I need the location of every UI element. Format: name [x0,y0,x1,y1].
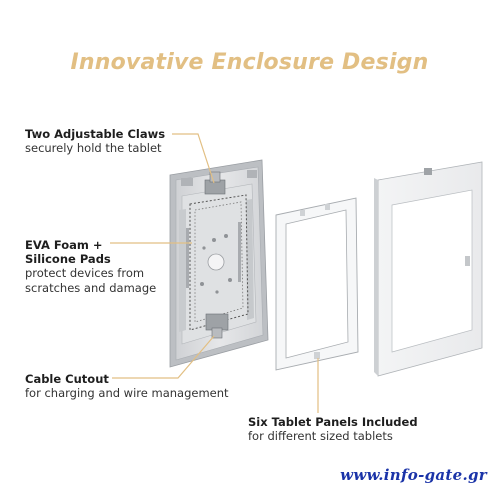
callout-heading-line1: EVA Foam + [25,238,103,252]
leader-lines [110,133,319,413]
callout-heading: Two Adjustable Claws [25,127,166,141]
callout-subtext: securely hold the tablet [25,141,162,155]
enclosure-back-plate [169,159,269,368]
leader-line-claws [172,133,215,184]
tablet-panel-frame [275,197,359,371]
callout-subtext: for different sized tablets [248,429,393,443]
callout-subtext: for charging and wire management [25,386,229,400]
page-title: Innovative Enclosure Design [70,50,429,75]
callout-cable-cutout: Cable Cutout for charging and wire manag… [25,372,229,401]
callout-heading-line2: Silicone Pads [25,252,111,266]
callout-subtext-line2: scratches and damage [25,281,157,295]
callout-heading: Cable Cutout [25,372,109,386]
enclosure-front-cover [374,161,483,377]
callout-heading: Six Tablet Panels Included [248,415,418,429]
leader-line-cable [112,335,215,379]
callout-eva-foam: EVA Foam + Silicone Pads protect devices… [25,238,156,296]
callout-tablet-panels: Six Tablet Panels Included for different… [248,415,418,444]
watermark: www.info-gate.gr [340,466,487,484]
callout-subtext-line1: protect devices from [25,266,145,280]
callout-adjustable-claws: Two Adjustable Claws securely hold the t… [25,127,165,156]
